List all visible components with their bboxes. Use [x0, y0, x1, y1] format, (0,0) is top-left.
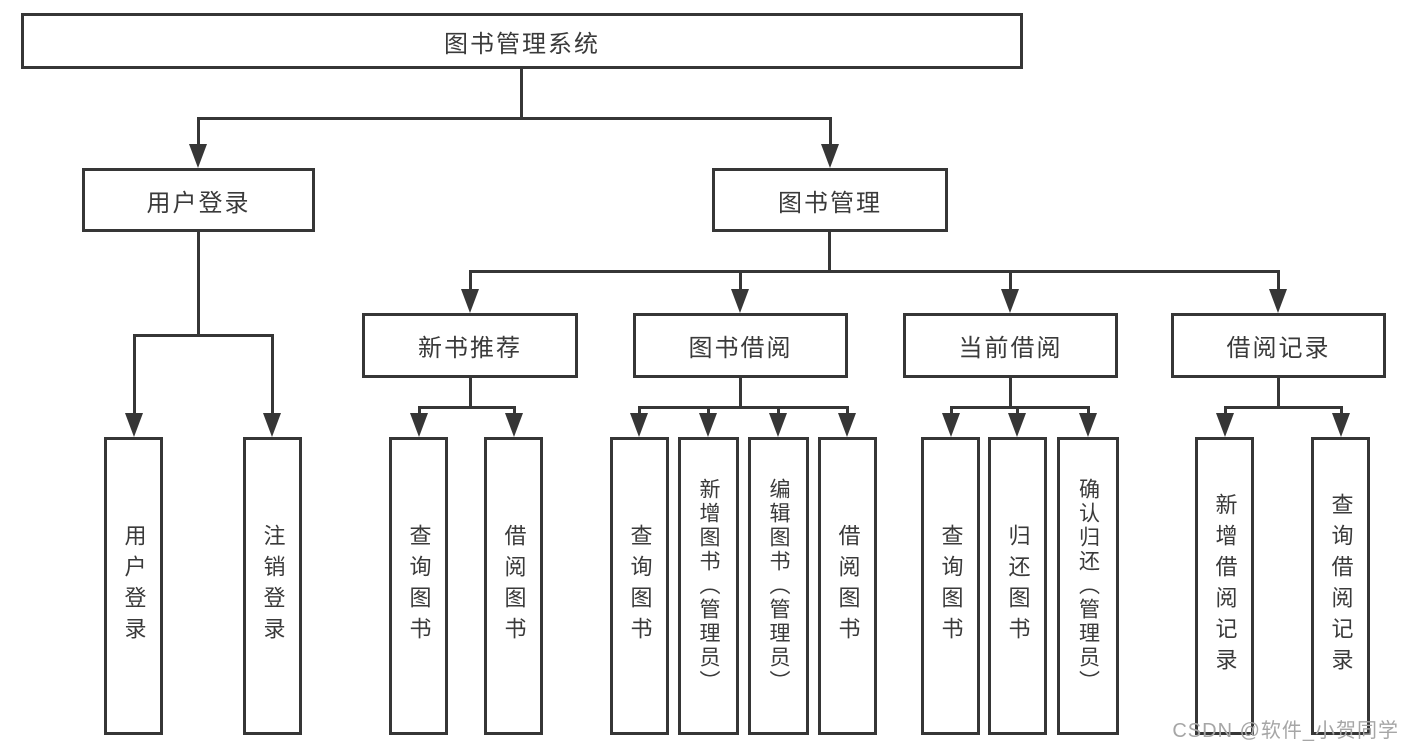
connector-current-bar	[950, 406, 1090, 409]
arrow-down-icon	[1269, 289, 1287, 313]
connector-recommend-stem	[469, 378, 472, 409]
arrow-down-icon	[263, 413, 281, 437]
connector-drop	[638, 406, 641, 415]
arrow-down-icon	[821, 144, 839, 168]
leaf-borrow-book-label: 借阅图书	[835, 524, 861, 648]
leaf-add-book-admin: 新增图书（管理员）	[678, 437, 739, 735]
connector-record-stem	[1277, 378, 1280, 409]
arrow-down-icon	[1332, 413, 1350, 437]
arrow-down-icon	[1216, 413, 1234, 437]
node-current-borrow-label: 当前借阅	[958, 335, 1063, 362]
arrow-down-icon	[461, 289, 479, 313]
arrow-down-icon	[1008, 413, 1026, 437]
arrow-down-icon	[769, 413, 787, 437]
leaf-query-book-borrow: 查询图书	[610, 437, 669, 735]
arrow-down-icon	[838, 413, 856, 437]
connector-current-stem	[1009, 378, 1012, 409]
leaf-query-book-current: 查询图书	[921, 437, 980, 735]
leaf-add-borrow-record: 新增借阅记录	[1195, 437, 1254, 735]
leaf-query-book-recommend: 查询图书	[389, 437, 448, 735]
node-user-login: 用户登录	[82, 168, 315, 232]
connector-drop-user-login	[197, 117, 200, 146]
connector-drop	[846, 406, 849, 415]
leaf-return-book: 归还图书	[988, 437, 1047, 735]
connector-root-bar	[197, 117, 832, 120]
node-borrow-record: 借阅记录	[1171, 313, 1386, 378]
node-new-book-recommend-label: 新书推荐	[418, 335, 522, 362]
leaf-edit-book-admin-label: 编辑图书（管理员）	[767, 478, 790, 694]
node-book-borrow-label: 图书借阅	[688, 335, 793, 362]
leaf-query-book-current-label: 查询图书	[938, 524, 964, 648]
arrow-down-icon	[505, 413, 523, 437]
leaf-query-borrow-record: 查询借阅记录	[1311, 437, 1370, 735]
arrow-down-icon	[1001, 289, 1019, 313]
connector-borrow-bar	[638, 406, 849, 409]
leaf-query-book-borrow-label: 查询图书	[627, 524, 653, 648]
leaf-logout-label: 注销登录	[260, 524, 286, 648]
leaf-return-book-label: 归还图书	[1005, 524, 1031, 648]
node-book-mgmt: 图书管理	[712, 168, 948, 232]
connector-drop	[777, 406, 780, 415]
node-user-login-label: 用户登录	[146, 189, 251, 217]
leaf-query-book-recommend-label: 查询图书	[406, 524, 432, 648]
connector-root-stem	[520, 69, 523, 118]
node-current-borrow: 当前借阅	[903, 313, 1118, 378]
connector-user-login-bar	[133, 334, 274, 337]
leaf-logout: 注销登录	[243, 437, 302, 735]
connector-drop-leaf-login	[133, 334, 136, 413]
connector-drop	[1087, 406, 1090, 415]
connector-drop	[1224, 406, 1227, 415]
connector-drop	[707, 406, 710, 415]
arrow-down-icon	[1079, 413, 1097, 437]
leaf-confirm-return-admin-label: 确认归还（管理员）	[1076, 478, 1100, 694]
leaf-user-login: 用户登录	[104, 437, 163, 735]
arrow-down-icon	[630, 413, 648, 437]
arrow-down-icon	[410, 413, 428, 437]
connector-drop-record	[1277, 270, 1280, 291]
leaf-edit-book-admin: 编辑图书（管理员）	[748, 437, 809, 735]
connector-record-bar	[1224, 406, 1343, 409]
arrow-down-icon	[699, 413, 717, 437]
connector-drop-current	[1009, 270, 1012, 291]
arrow-down-icon	[125, 413, 143, 437]
arrow-down-icon	[942, 413, 960, 437]
watermark: CSDN @软件_小贺同学	[1172, 720, 1399, 742]
leaf-user-login-label: 用户登录	[121, 524, 147, 648]
connector-drop-leaf-logout	[271, 334, 274, 413]
connector-book-mgmt-stem	[828, 232, 831, 273]
node-borrow-record-label: 借阅记录	[1226, 335, 1331, 362]
connector-book-mgmt-bar	[469, 270, 1280, 273]
connector-drop-book-mgmt	[829, 117, 832, 146]
arrow-down-icon	[731, 289, 749, 313]
leaf-borrow-book-recommend: 借阅图书	[484, 437, 543, 735]
arrow-down-icon	[189, 144, 207, 168]
leaf-add-book-admin-label: 新增图书（管理员）	[697, 478, 720, 694]
connector-borrow-stem	[739, 378, 742, 409]
connector-user-login-stem	[197, 232, 200, 336]
connector-drop-recommend	[469, 270, 472, 291]
connector-recommend-bar	[418, 406, 516, 409]
node-new-book-recommend: 新书推荐	[362, 313, 578, 378]
connector-drop	[1016, 406, 1019, 415]
node-root-label: 图书管理系统	[444, 30, 600, 58]
node-root: 图书管理系统	[21, 13, 1023, 69]
connector-drop	[950, 406, 953, 415]
node-book-borrow: 图书借阅	[633, 313, 848, 378]
leaf-borrow-book-recommend-label: 借阅图书	[501, 524, 527, 648]
connector-drop	[418, 406, 421, 415]
node-book-mgmt-label: 图书管理	[778, 189, 882, 217]
connector-drop	[513, 406, 516, 415]
leaf-query-borrow-record-label: 查询借阅记录	[1328, 493, 1354, 679]
connector-drop-borrow	[739, 270, 742, 291]
connector-drop	[1340, 406, 1343, 415]
leaf-add-borrow-record-label: 新增借阅记录	[1212, 493, 1238, 679]
leaf-confirm-return-admin: 确认归还（管理员）	[1057, 437, 1119, 735]
leaf-borrow-book: 借阅图书	[818, 437, 877, 735]
